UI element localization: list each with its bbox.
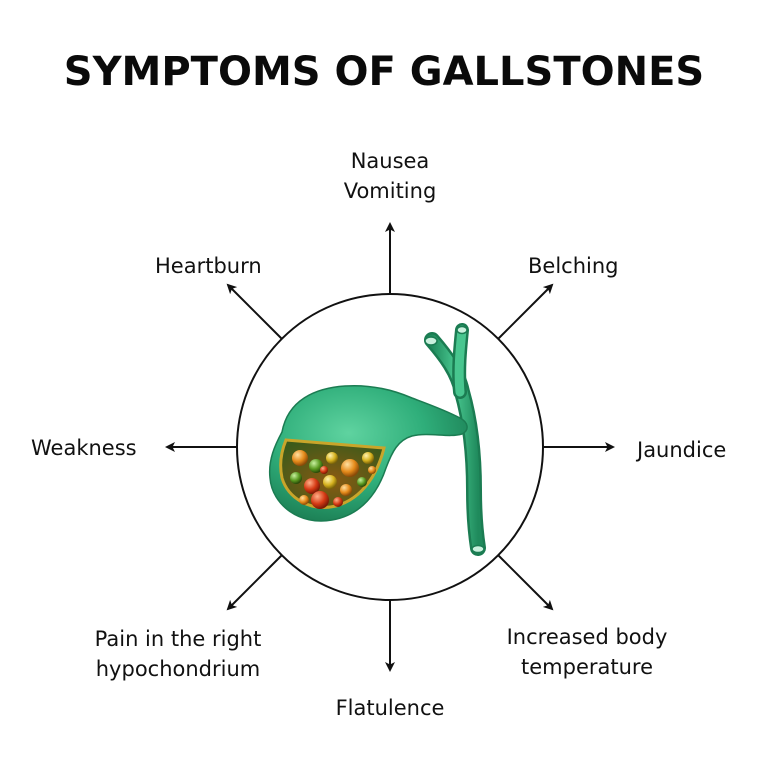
symptom-weakness: Weakness <box>31 436 137 460</box>
arrows <box>165 222 615 672</box>
gallbladder-illustration <box>268 323 486 556</box>
arrow-bottom-left <box>226 554 283 611</box>
symptom-flatulence: Flatulence <box>335 696 445 720</box>
symptom-vomiting: Vomiting <box>343 179 437 203</box>
arrow-top-left <box>226 283 283 340</box>
symptom-increased-body-temperature: Increased body temperature <box>492 622 682 682</box>
symptom-temp-line2: temperature <box>521 655 653 679</box>
symptom-pain-line1: Pain in the right <box>94 627 262 651</box>
arrow-top-right <box>497 283 554 340</box>
page-title: SYMPTOMS OF GALLSTONES <box>63 49 705 95</box>
symptom-jaundice: Jaundice <box>637 438 727 462</box>
symptom-pain-line2: hypochondrium <box>95 657 261 681</box>
symptom-nausea-vomiting: Nausea Vomiting <box>330 146 450 206</box>
symptom-pain-right-hypochondrium: Pain in the right hypochondrium <box>78 624 278 684</box>
symptom-nausea: Nausea <box>350 149 430 173</box>
symptom-belching: Belching <box>528 254 619 278</box>
symptom-temp-line1: Increased body <box>506 625 668 649</box>
symptom-heartburn: Heartburn <box>155 254 262 278</box>
arrow-bottom-right <box>497 554 554 611</box>
gallstones <box>290 450 376 509</box>
